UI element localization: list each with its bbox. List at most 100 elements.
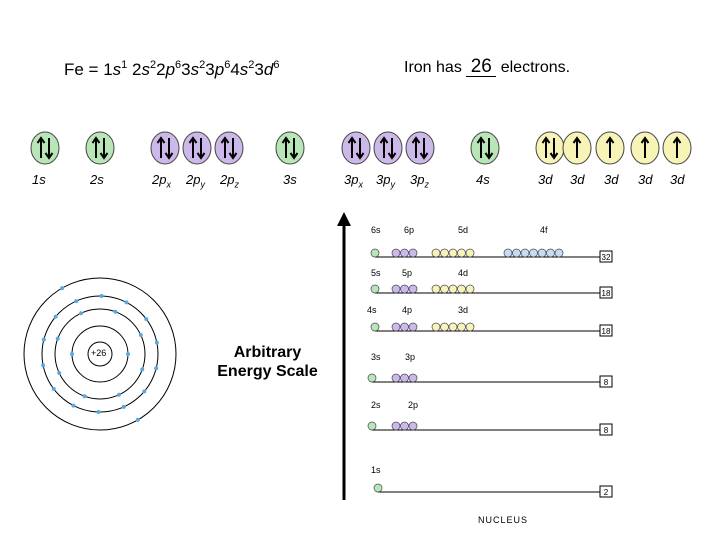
orbital-label-main: 3p [376, 172, 391, 187]
sublevel-label: 4p [402, 305, 413, 315]
sublevel-orbital [367, 373, 377, 383]
sublevel-label: 3p [405, 352, 416, 362]
orbital-label-main: 2p [186, 172, 201, 187]
sublevel-orbital [537, 248, 547, 258]
iron-electron-statement: Iron has 26 electrons. [404, 57, 571, 77]
sublevel-label: 4d [458, 268, 469, 278]
orbital-label: 2px [152, 172, 171, 190]
sublevel-orbital [546, 248, 555, 258]
orbital-label: 3d [604, 172, 618, 187]
sublevel-label: 4f [540, 225, 548, 235]
orbital-label: 3d [538, 172, 552, 187]
sublevel-label: 6p [404, 225, 415, 235]
orbital-box [662, 131, 692, 165]
sublevel-label: 5d [458, 225, 469, 235]
sublevel-orbital [400, 421, 409, 431]
electron [57, 370, 62, 375]
formula-superscript: 2 [248, 59, 255, 71]
orbital-box [214, 131, 244, 165]
electron [135, 417, 140, 422]
orbital-box [562, 131, 592, 165]
electron [96, 409, 101, 414]
sublevel-label: 2p [408, 400, 419, 410]
orbital-label: 2pz [220, 172, 239, 190]
sublevel-label: 4s [367, 305, 377, 315]
formula-orbital: s [239, 60, 249, 79]
formula-superscript: 2 [149, 59, 157, 71]
orbital-label-main: 3p [410, 172, 425, 187]
formula-superscript: 6 [224, 59, 231, 71]
capacity-value: 18 [602, 327, 611, 336]
orbital-label-main: 2s [90, 172, 104, 187]
orbital-label: 3d [570, 172, 584, 187]
electron [71, 403, 76, 408]
orbital-label-sub: y [390, 179, 395, 190]
sublevel-orbital [391, 322, 401, 332]
electron [144, 317, 149, 322]
energy-scale-title: Arbitrary Energy Scale [210, 343, 325, 381]
sublevel-orbital [554, 248, 564, 258]
sublevel-orbital [370, 322, 380, 332]
electron [154, 340, 159, 345]
sublevel-orbital [529, 248, 538, 258]
orbital-box [341, 131, 371, 165]
iron-statement-after: electrons. [496, 59, 571, 76]
sublevel-orbital [448, 322, 458, 332]
capacity-box [599, 485, 613, 498]
formula-superscript: 6 [175, 59, 182, 71]
formula-text: 3 [181, 60, 191, 79]
capacity-value: 2 [604, 488, 609, 497]
capacity-box [599, 375, 613, 388]
sublevel-orbital [431, 248, 441, 258]
capacity-value: 32 [602, 253, 611, 262]
orbital-box [30, 131, 60, 165]
orbital-label-main: 3d [538, 172, 553, 187]
orbital-box [150, 131, 180, 165]
orbital-label-sub: x [166, 179, 171, 190]
electron [41, 363, 46, 368]
orbital-label: 3d [638, 172, 652, 187]
energy-scale-title-line2: Energy Scale [217, 363, 318, 380]
energy-level: 8 [367, 373, 613, 388]
orbital-box [595, 131, 625, 165]
energy-level: 32 [370, 248, 613, 263]
orbital-label-main: 1s [32, 172, 46, 187]
formula-text: 4 [230, 60, 240, 79]
sublevel-orbital [440, 248, 449, 258]
orbital-label-main: 3d [604, 172, 619, 187]
sublevel-orbital [370, 284, 380, 294]
orbital-label-sub: y [200, 179, 205, 190]
orbital-label: 3px [344, 172, 363, 190]
sublevel-orbital [400, 248, 409, 258]
capacity-value: 8 [604, 378, 609, 387]
formula-text: 2 [156, 60, 166, 79]
sublevel-orbital [391, 421, 401, 431]
orbital-label: 2py [186, 172, 205, 190]
formula-text: 2 [127, 60, 142, 79]
sublevel-label: 2s [371, 400, 381, 410]
sublevel-orbital [400, 322, 409, 332]
electron [53, 314, 58, 319]
sublevel-orbital [400, 284, 409, 294]
electron [74, 299, 79, 304]
formula-prefix: Fe = 1 [64, 60, 113, 79]
orbital-label-sub: z [234, 179, 239, 190]
electron [79, 311, 84, 316]
orbital-box [405, 131, 435, 165]
sublevel-orbital [457, 284, 466, 294]
formula-orbital: d [263, 60, 274, 79]
energy-level: 2 [373, 483, 613, 498]
sublevel-orbital [431, 284, 441, 294]
atom-nucleus-charge: +26 [91, 348, 107, 358]
sublevel-orbital [457, 248, 466, 258]
sublevel-orbital [391, 284, 401, 294]
orbital-box [470, 131, 500, 165]
electron [116, 392, 121, 397]
sublevel-orbital [408, 421, 418, 431]
capacity-value: 8 [604, 426, 609, 435]
sublevel-orbital [408, 248, 418, 258]
atom-nucleus [87, 341, 113, 367]
sublevel-orbital [448, 248, 458, 258]
sublevel-orbital [457, 322, 466, 332]
